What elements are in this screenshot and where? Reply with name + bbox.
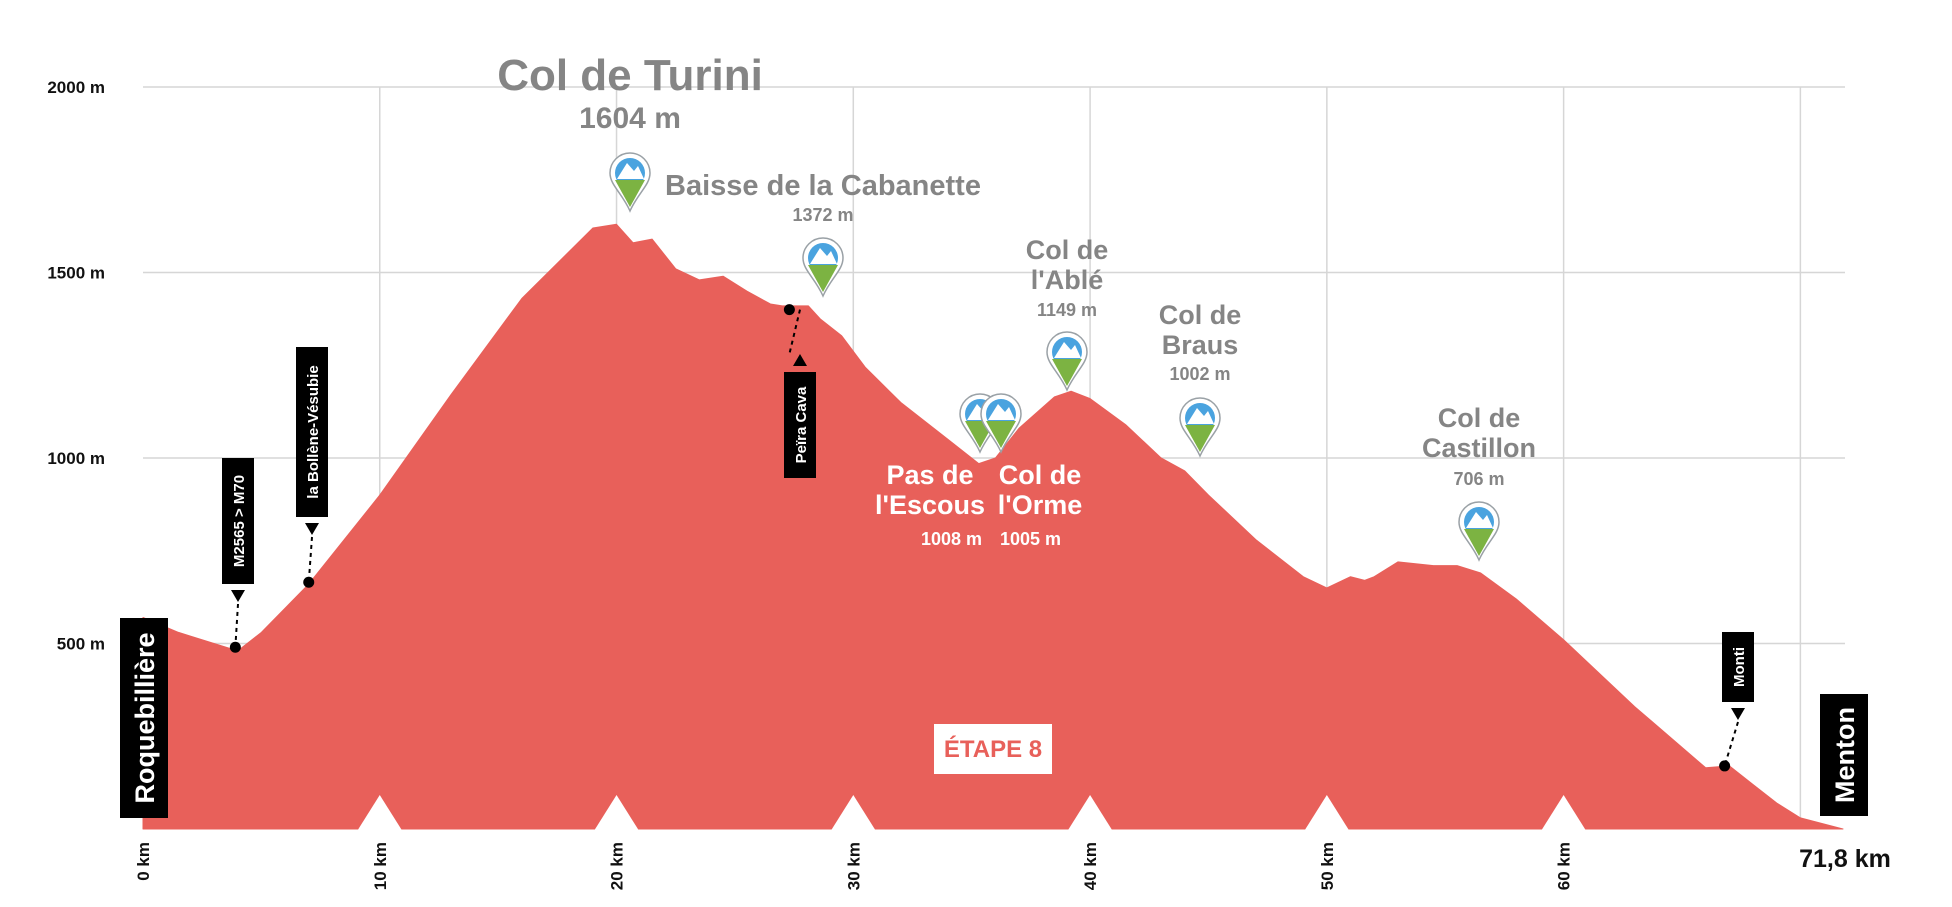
x-tick-label: 50 km (1318, 842, 1337, 890)
y-tick-label: 1000 m (47, 449, 105, 468)
pass-altitude: 1149 m (1037, 300, 1097, 320)
mountain-pin-icon (1458, 501, 1500, 562)
waypoint-box (1722, 632, 1754, 702)
km-marker-triangle (1541, 795, 1586, 830)
x-tick-label: 20 km (608, 842, 627, 890)
pass-altitude: 1002 m (1169, 364, 1230, 384)
waypoint-box (222, 458, 254, 584)
waypoint-dot (303, 576, 315, 588)
stage-badge: ÉTAPE 8 (934, 724, 1052, 774)
x-tick-label: 10 km (371, 842, 390, 890)
waypoint-leader (234, 603, 239, 648)
waypoint-box (296, 347, 328, 517)
waypoint-arrow (231, 590, 245, 602)
pass-altitude: 1005 m (1000, 529, 1061, 549)
waypoint-dot (229, 641, 241, 653)
y-axis-labels: 500 m 1000 m 1500 m 2000 m (47, 78, 105, 654)
km-marker-triangle (594, 795, 639, 830)
start-town-text: Roquebillière (130, 632, 160, 803)
waypoint-arrow (305, 523, 319, 535)
x-tick-label: 40 km (1081, 842, 1100, 890)
km-marker-triangle (357, 795, 402, 830)
mountain-pin-icon (980, 393, 1022, 454)
y-tick-label: 1500 m (47, 264, 105, 283)
pass-name: Baisse de la Cabanette (665, 170, 981, 202)
pass-altitude: 1008 m (921, 529, 982, 549)
waypoint-dot (783, 304, 795, 316)
waypoint-label: M2565 > M70 (231, 475, 248, 567)
x-tick-label: 60 km (1555, 842, 1574, 890)
waypoint-leader (307, 536, 313, 583)
y-tick-label: 2000 m (47, 78, 105, 97)
waypoint-leader (1723, 721, 1739, 767)
waypoint-label: Peïra Cava (793, 386, 810, 463)
x-axis-labels: 0 km 10 km 20 km 30 km 40 km 50 km 60 km (134, 842, 1574, 890)
waypoint: M2565 > M70 (222, 458, 254, 653)
waypoint: Monti (1719, 632, 1754, 772)
km-marker-triangle (1304, 795, 1349, 830)
km-markers (357, 795, 1586, 830)
mountain-pass: Baisse de la Cabanette 1372 m (665, 170, 981, 298)
waypoint: la Bollène-Vésubie (296, 347, 328, 588)
waypoint-dot (1719, 760, 1731, 772)
km-marker-triangle (1068, 795, 1113, 830)
x-tick-label: 0 km (134, 842, 153, 881)
waypoint-markers: M2565 > M70 la Bollène-Vésubie Peïra CavaM… (222, 304, 1754, 772)
finish-town-label: Menton (1820, 694, 1868, 816)
elevation-profile-area (142, 223, 1844, 830)
mountain-pin-icon (1179, 397, 1221, 458)
mountain-pin-icon (609, 152, 651, 213)
waypoint-arrow (793, 354, 807, 366)
finish-town-text: Menton (1830, 707, 1860, 803)
x-tick-label: 30 km (844, 842, 863, 890)
pass-altitude: 706 m (1453, 469, 1504, 489)
distance-total-label: 71,8 km (1799, 845, 1891, 873)
mountain-pin-icon (802, 237, 844, 298)
mountain-pin-icon (1046, 331, 1088, 392)
stage-badge-text: ÉTAPE 8 (944, 735, 1042, 763)
y-tick-label: 500 m (57, 635, 105, 654)
waypoint-label: la Bollène-Vésubie (305, 365, 322, 498)
start-town-label: Roquebillière (120, 618, 168, 818)
km-marker-triangle (831, 795, 876, 830)
waypoint: Peïra Cava (783, 304, 816, 478)
waypoint-label: Monti (1731, 647, 1748, 687)
waypoint-box (784, 372, 816, 478)
pass-altitude: 1372 m (792, 205, 853, 225)
pass-altitude: 1604 m (579, 102, 681, 135)
pass-name: Col de Turini (497, 51, 763, 100)
waypoint-arrow (1731, 708, 1745, 720)
